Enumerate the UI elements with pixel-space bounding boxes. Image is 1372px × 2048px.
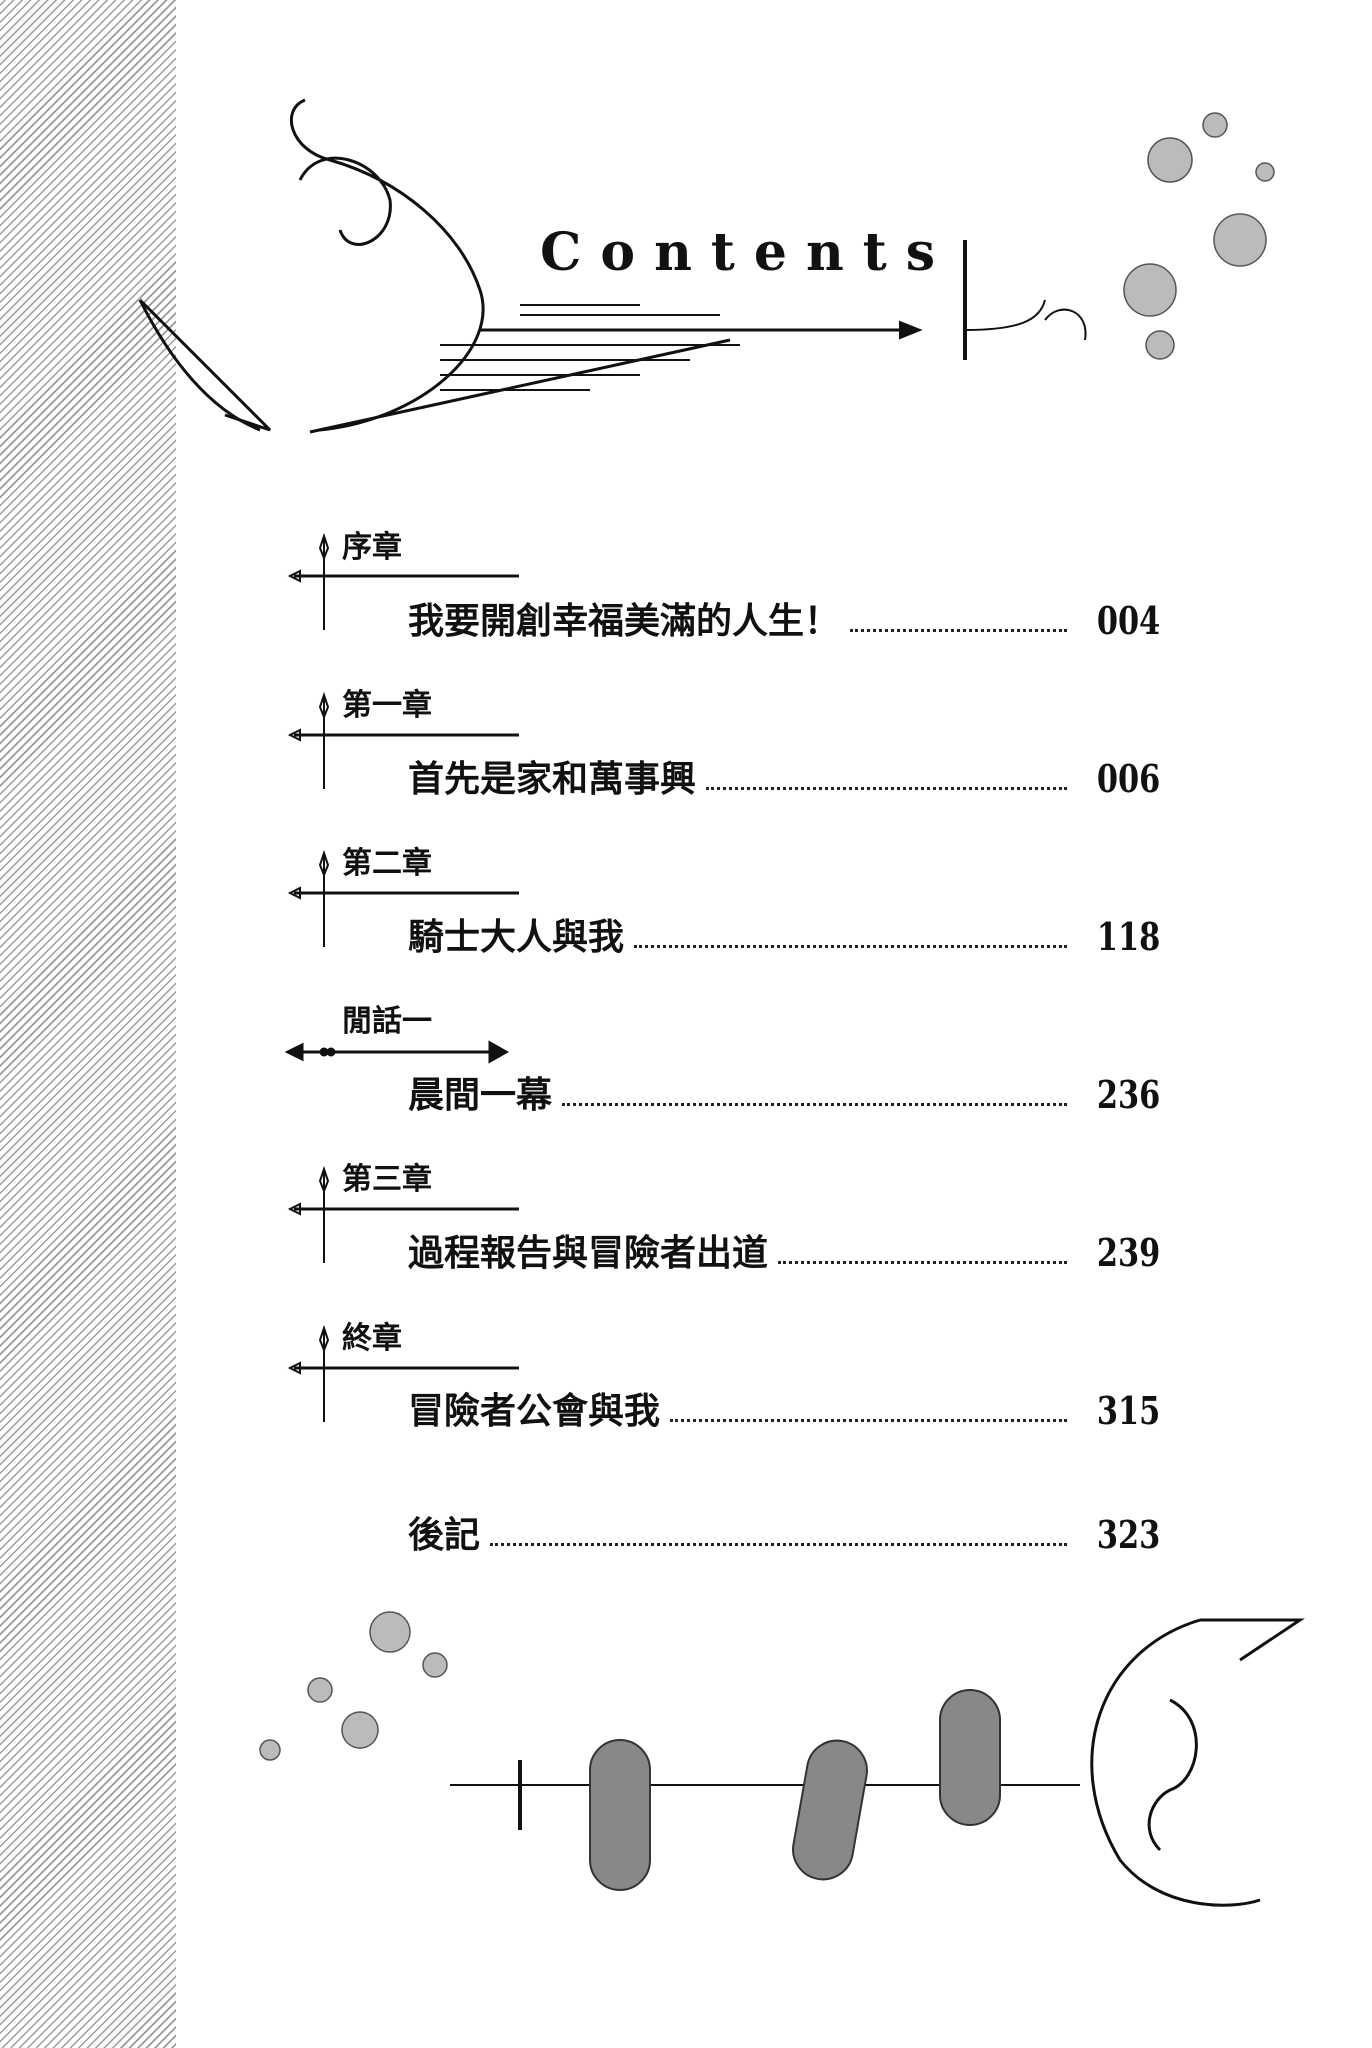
chapter-label: 第三章: [342, 1162, 432, 1197]
dot-leader: [670, 1419, 1067, 1422]
entry-title: 騎士大人與我: [408, 917, 625, 958]
toc-entry[interactable]: 我要開創幸福美滿的人生！ 004: [408, 596, 1160, 640]
dot-leader: [850, 629, 1067, 632]
page-number: 323: [1096, 1512, 1160, 1557]
entry-title: 我要開創幸福美滿的人生！: [408, 601, 841, 642]
entry-title: 過程報告與冒險者出道: [408, 1233, 769, 1274]
dot-leader: [562, 1103, 1067, 1106]
page-number: 006: [1096, 756, 1160, 801]
striped-margin: [0, 0, 176, 2048]
dot-leader: [490, 1543, 1067, 1546]
chapter-label: 序章: [342, 530, 402, 565]
page-number: 315: [1096, 1388, 1160, 1433]
toc-entry[interactable]: 過程報告與冒險者出道 239: [408, 1228, 1160, 1272]
dot-leader: [706, 787, 1067, 790]
cross-marker: [287, 849, 519, 947]
entry-title: 首先是家和萬事興: [408, 759, 697, 800]
toc-entry[interactable]: 首先是家和萬事興 006: [408, 754, 1160, 798]
page-number: 239: [1096, 1230, 1160, 1275]
toc-entry[interactable]: 晨間一幕 236: [408, 1070, 1160, 1114]
cactus-characters: [589, 1689, 1001, 1891]
chapter-label: 第一章: [342, 688, 432, 723]
chapter-label: 終章: [342, 1321, 402, 1356]
double-arrow-marker: [284, 1040, 510, 1064]
page-number: 004: [1096, 598, 1160, 643]
entry-title: 後記: [408, 1515, 481, 1556]
entry-title: 晨間一幕: [408, 1075, 553, 1116]
chapter-label: 第二章: [342, 846, 432, 881]
toc-entry[interactable]: 冒險者公會與我 315: [408, 1386, 1160, 1430]
toc-entry[interactable]: 後記 323: [408, 1510, 1160, 1554]
cross-marker: [287, 1324, 519, 1422]
page-number: 118: [1096, 914, 1160, 959]
dot-leader: [778, 1261, 1067, 1264]
bottom-left-flowers: [259, 1611, 448, 1761]
bottom-right-flourish: [450, 1618, 1305, 1907]
cross-marker: [287, 532, 519, 630]
contents-heading: Contents: [540, 222, 955, 283]
top-arrow-lines: [440, 240, 1087, 391]
cross-marker: [287, 691, 519, 789]
top-right-flowers: [1123, 112, 1275, 360]
dot-leader: [634, 945, 1067, 948]
top-left-flourish: [138, 98, 731, 434]
toc-entry[interactable]: 騎士大人與我 118: [408, 912, 1160, 956]
entry-title: 冒險者公會與我: [408, 1391, 661, 1432]
chapter-label: 閒話一: [342, 1004, 432, 1039]
cross-marker: [287, 1165, 519, 1263]
page-number: 236: [1096, 1072, 1160, 1117]
